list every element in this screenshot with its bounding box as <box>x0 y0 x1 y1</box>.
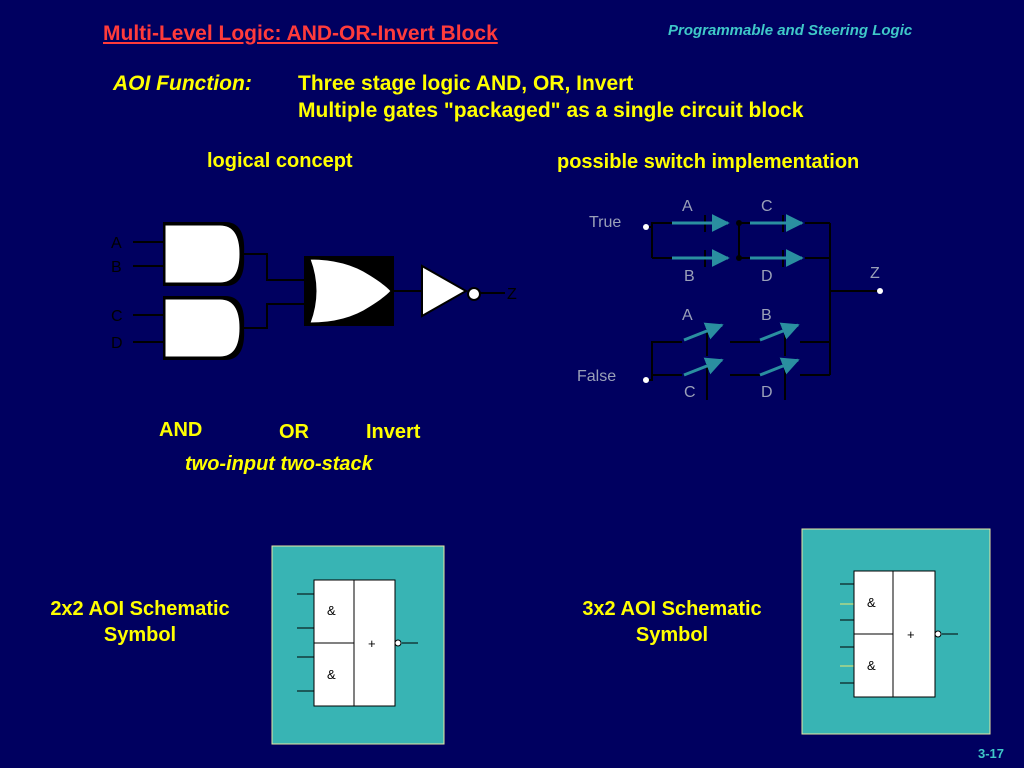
aoi22-or-symbol: + <box>368 636 376 651</box>
aoi22-and-box-bottom <box>313 642 355 707</box>
aoi32-caption-line2: Symbol <box>635 624 709 646</box>
aoi-description-line2: Multiple gates "packaged" as a single ci… <box>298 99 804 122</box>
switch-a-false <box>683 322 724 342</box>
aoi32-symbol: & & + <box>801 528 991 735</box>
aoi22-caption-line1: 2x2 AOI Schematic <box>50 598 230 620</box>
true-terminal <box>643 224 649 230</box>
aoi32-or-symbol: + <box>907 627 915 642</box>
aoi32-output-bubble <box>934 630 942 638</box>
switch-label-b-mid: B <box>684 268 695 285</box>
aoi22-caption-line2: Symbol <box>103 624 177 646</box>
switch-d-false <box>759 357 800 377</box>
switch-c-false <box>683 357 724 377</box>
and-or-wires <box>240 253 313 329</box>
aoi22-output-bubble <box>394 639 402 647</box>
course-title: Programmable and Steering Logic <box>668 22 913 39</box>
switch-implementation-heading: possible switch implementation <box>557 151 860 173</box>
aoi32-and-symbol-top: & <box>867 595 876 610</box>
aoi22-and-box-top <box>313 579 355 644</box>
output-z-label: Z <box>507 286 517 303</box>
inversion-bubble <box>467 287 481 301</box>
stage-label-invert: Invert <box>366 421 421 443</box>
input-b-label: B <box>111 259 122 276</box>
aoi32-caption-line1: 3x2 AOI Schematic <box>582 598 762 620</box>
junction-dot <box>736 220 742 226</box>
switch-label-a-lower: A <box>682 307 693 324</box>
switch-output-label: Z <box>870 265 880 282</box>
page-number: 3-17 <box>978 746 1005 761</box>
aoi22-caption: 2x2 AOI Schematic Symbol <box>22 596 258 648</box>
aoi32-and-symbol-bottom: & <box>867 658 876 673</box>
input-a-label: A <box>111 235 122 252</box>
switch-label-c-top: C <box>761 198 773 215</box>
aoi-function-label: AOI Function: <box>113 72 252 95</box>
switch-label-c-bottom: C <box>684 384 696 401</box>
false-terminal <box>643 377 649 383</box>
and-gate-bottom <box>163 296 245 360</box>
and-gate-top <box>163 222 245 286</box>
switch-label-d-mid: D <box>761 268 773 285</box>
inverter-gate <box>421 264 481 318</box>
aoi32-or-box <box>892 570 936 698</box>
switch-label-d-bottom: D <box>761 384 773 401</box>
closed-switches <box>672 214 804 267</box>
switch-b-false <box>759 322 800 342</box>
switch-label-b-lower: B <box>761 307 772 324</box>
input-wires <box>133 241 165 343</box>
switch-implementation-diagram: True False Z A C B D A B C D <box>577 198 883 401</box>
true-label: True <box>589 214 621 231</box>
aoi32-and-box-bottom <box>853 633 894 698</box>
stage-label-or: OR <box>279 421 309 443</box>
junction-dot <box>736 255 742 261</box>
switch-label-a-top: A <box>682 198 693 215</box>
aoi22-and-symbol-top: & <box>327 603 336 618</box>
input-c-label: C <box>111 308 123 325</box>
stage-label-and: AND <box>159 419 203 441</box>
slide-title: Multi-Level Logic: AND-OR-Invert Block <box>103 22 498 45</box>
input-d-label: D <box>111 335 123 352</box>
or-gate <box>304 256 394 326</box>
aoi22-and-symbol-bottom: & <box>327 667 336 682</box>
false-label: False <box>577 368 616 385</box>
aoi-description-line1: Three stage logic AND, OR, Invert <box>298 72 634 95</box>
aoi22-symbol: & & + <box>271 545 445 745</box>
logical-concept-caption: two-input two-stack <box>185 453 373 475</box>
open-switches <box>683 322 800 377</box>
logical-concept-heading: logical concept <box>207 150 353 172</box>
z-terminal <box>877 288 883 294</box>
aoi32-caption: 3x2 AOI Schematic Symbol <box>552 596 792 648</box>
aoi32-and-box-top <box>853 570 894 635</box>
logical-concept-diagram: A B C D Z <box>111 222 517 360</box>
